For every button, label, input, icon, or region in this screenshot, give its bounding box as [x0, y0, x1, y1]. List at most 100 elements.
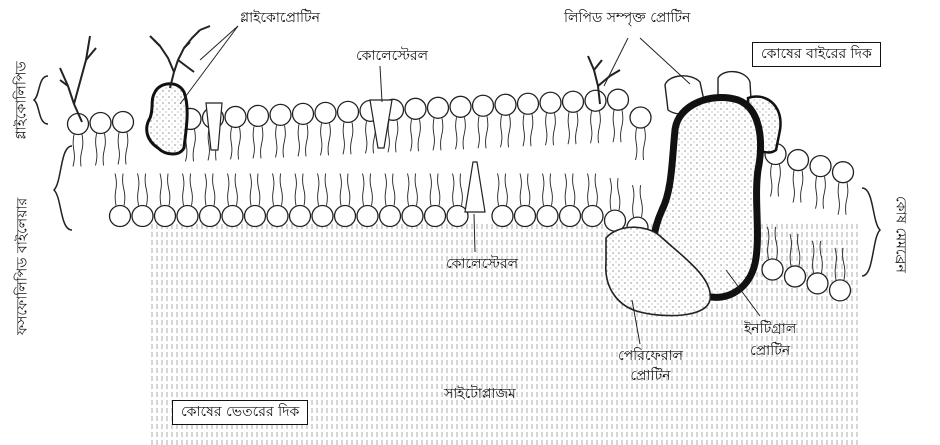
label-cytoplasm: সাইটোপ্লাজম — [444, 386, 516, 403]
lipid-tail — [463, 117, 465, 149]
lipid-tail — [160, 174, 161, 206]
lipid-head — [428, 97, 449, 118]
lipid-tail — [213, 174, 215, 206]
lipid-tail — [73, 135, 74, 167]
label-phospholipid-bilayer: ফসফোলিপিড বাইলেয়ার — [15, 191, 32, 341]
lipid-tail — [318, 174, 319, 206]
glycolipid-brace — [34, 76, 48, 124]
lipid-tail — [846, 183, 848, 215]
lipid-head — [560, 206, 581, 227]
lipid-tail — [351, 122, 353, 154]
lipid-tail — [456, 117, 457, 149]
lipid-tail — [523, 114, 524, 146]
lipid-tail — [306, 124, 308, 156]
lipid-head — [585, 90, 606, 111]
lipid-tail — [618, 178, 620, 210]
glycoprotein-sugar-chain — [150, 26, 210, 88]
lipid-tail — [280, 174, 282, 206]
lipid-tail — [235, 174, 237, 206]
lipid-tail — [183, 174, 184, 206]
lipid-tail — [396, 120, 398, 152]
lipid-head — [155, 206, 176, 227]
lipid-head — [402, 206, 423, 227]
lipid-tail — [340, 174, 341, 206]
lipid-head — [563, 91, 584, 112]
glycolipid-sugar-chain — [60, 36, 96, 122]
lipid-tail — [250, 174, 251, 206]
lipid-tail — [531, 114, 533, 146]
lipid-tail — [441, 118, 443, 150]
lipid-head — [630, 107, 651, 128]
lipid-head — [450, 96, 471, 117]
lipid-tail — [553, 113, 555, 145]
lipid-head — [537, 206, 558, 227]
lipid-tail — [591, 111, 592, 143]
lipid-head — [425, 206, 446, 227]
label-integral-protein: ইনটিগ্রাল প্রোটিন — [744, 318, 796, 362]
lipid-tail — [643, 128, 645, 160]
lipid-head — [515, 206, 536, 227]
lipid-tail — [81, 135, 83, 167]
lipid-tail — [126, 132, 128, 164]
label-inside-cell: কোষের ভেতরের দিক — [172, 400, 308, 425]
lipid-head — [245, 206, 266, 227]
lipid-tail — [190, 174, 192, 206]
lipid-head — [248, 105, 269, 126]
lipid-head — [357, 206, 378, 227]
lipid-head — [267, 206, 288, 227]
lipid-tail — [823, 177, 825, 209]
lipid-tail — [276, 125, 277, 157]
lipid-tail — [205, 174, 206, 206]
lipid-tail — [430, 174, 431, 206]
label-peripheral-protein: পেরিফেরাল প্রোটিন — [618, 346, 683, 386]
lipid-tail — [115, 174, 116, 206]
lipid-tail — [273, 174, 274, 206]
lipid-head — [290, 206, 311, 227]
lipid-tail — [303, 174, 305, 206]
lipid-tail — [478, 116, 479, 148]
lipid-tail — [231, 127, 232, 159]
lipid-tail — [138, 174, 139, 206]
lipid-head — [810, 156, 831, 177]
lipid-head — [830, 280, 851, 301]
lipid-tail — [838, 183, 839, 215]
lipid-head — [582, 206, 603, 227]
lipid-tail — [321, 123, 322, 155]
cholesterol-molecule-bottom — [465, 162, 485, 212]
lipid-tail — [633, 185, 634, 217]
lipid-head — [405, 98, 426, 119]
lipid-tail — [771, 164, 772, 196]
lipid-tail — [295, 174, 296, 206]
lipid-tail — [325, 174, 327, 206]
label-cholesterol-mid: কোলেস্টেরল — [446, 256, 518, 273]
membrane-brace — [862, 188, 880, 276]
lipid-tail — [393, 174, 395, 206]
lipid-tail — [168, 174, 170, 206]
lipid-tail — [103, 133, 105, 165]
label-lipid-protein: লিপিড সম্পৃক্ত প্রোটিন — [564, 10, 690, 27]
lipid-tail — [778, 164, 780, 196]
lipid-tail — [408, 174, 409, 206]
lipid-tail — [486, 116, 488, 148]
lipid-tail — [283, 125, 285, 157]
lipid-head — [380, 206, 401, 227]
lipid-tail — [385, 174, 386, 206]
label-cholesterol-top: কোলেস্টেরল — [356, 48, 428, 65]
lipid-tail — [96, 133, 97, 165]
lipid-tail — [640, 185, 642, 217]
lipid-head — [762, 259, 783, 280]
lipid-tail — [528, 174, 530, 206]
lipid-head — [68, 114, 89, 135]
label-glycoprotein: গ্লাইকোপ্রোটিন — [240, 10, 320, 27]
lipid-tail — [621, 110, 623, 142]
label-integral-line1: ইনটিগ্রাল — [744, 321, 796, 337]
lipid-head — [270, 104, 291, 125]
lipid-head — [492, 206, 513, 227]
label-integral-line2: প্রোটিন — [750, 343, 790, 359]
lipid-tail — [636, 128, 637, 160]
lipid-head — [312, 206, 333, 227]
lipid-tail — [145, 174, 147, 206]
lipid-tail — [118, 132, 119, 164]
lipid-tail — [613, 110, 614, 142]
lipid-head — [833, 162, 854, 183]
